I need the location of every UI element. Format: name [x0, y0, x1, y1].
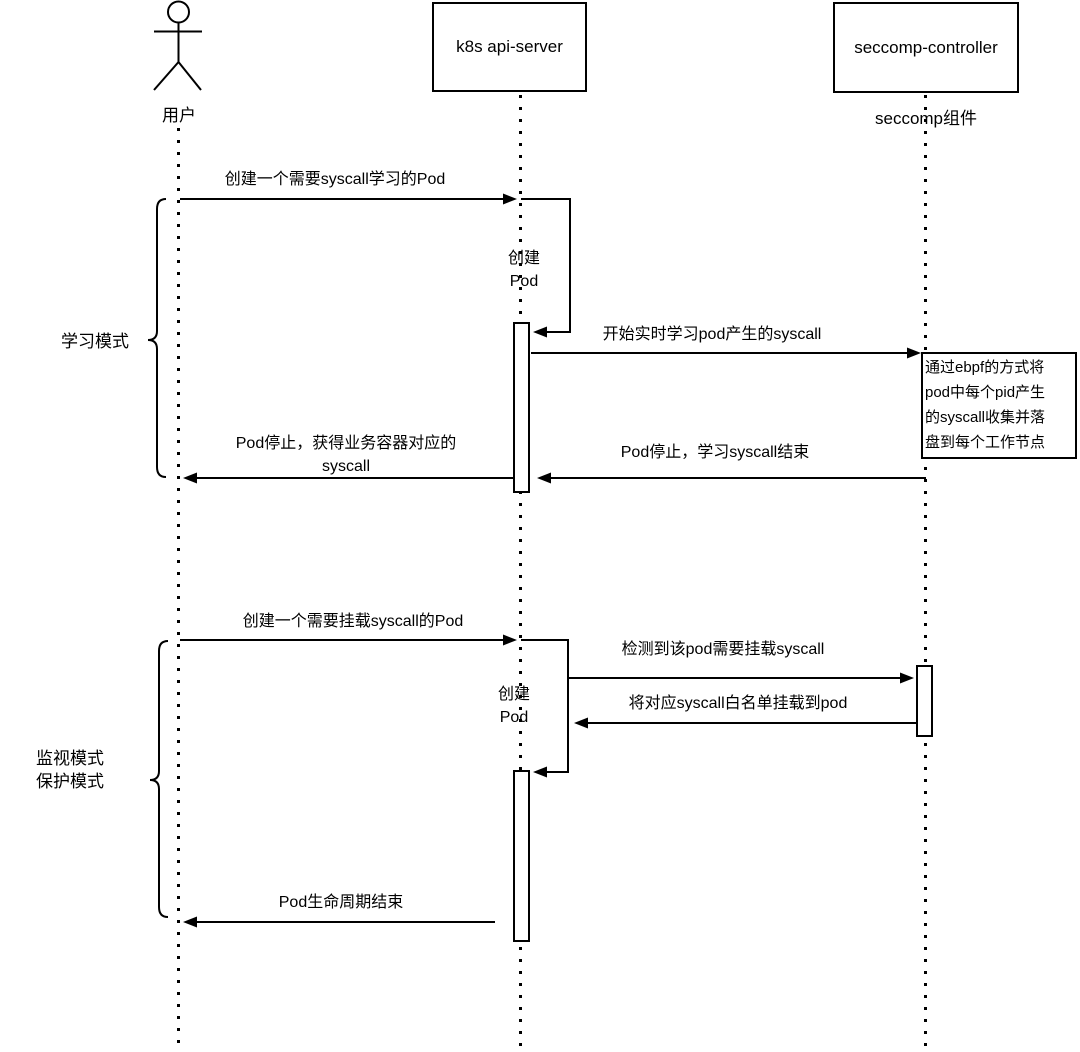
- arrowhead-icon: [183, 472, 197, 484]
- arrow-create-learn-pod: [180, 193, 517, 205]
- msg-line: 创建: [497, 686, 531, 703]
- ebpf-note: 通过ebpf的方式将 pod中每个pid产生 的syscall收集并落 盘到每个…: [921, 352, 1077, 459]
- section-label-learning-mode: 学习模式: [61, 330, 129, 353]
- user-label: 用户: [162, 106, 196, 125]
- actor-head: [167, 0, 190, 24]
- arrowhead-icon: [503, 634, 517, 646]
- msg-create-pod-self-2: 创建 Pod: [498, 683, 530, 729]
- seccomp-sublabel: seccomp组件: [874, 109, 978, 128]
- msg-line: 创建: [507, 250, 541, 267]
- arrowhead-icon: [907, 347, 921, 359]
- section-label-line: 监视模式: [36, 749, 104, 768]
- msg-line: Pod停止，获得业务容器对应的: [235, 435, 457, 452]
- arrowhead-icon: [183, 916, 197, 928]
- section-label-line: 学习模式: [61, 332, 129, 351]
- ebpf-note-line: pod中每个pid产生: [925, 384, 1046, 401]
- arrow-pod-stop-learning-end: [537, 472, 926, 484]
- msg-line: syscall: [321, 458, 371, 475]
- actor-right-leg: [177, 61, 202, 91]
- section-label-line: 保护模式: [36, 772, 104, 791]
- msg-line: Pod: [499, 709, 529, 726]
- arrow-detect-mount: [568, 672, 914, 684]
- seccomp-lifeline: [924, 95, 927, 1052]
- api-activation-1: [513, 322, 530, 493]
- msg-start-learning: 开始实时学习pod产生的syscall: [602, 326, 822, 343]
- ebpf-note-line: 盘到每个工作节点: [925, 434, 1046, 451]
- arrowhead-icon: [900, 672, 914, 684]
- api-server-box: k8s api-server: [432, 2, 587, 92]
- arrowhead-icon: [574, 717, 588, 729]
- user-lifeline: [177, 128, 180, 1052]
- actor-icon: [153, 0, 202, 91]
- msg-pod-stop-get-syscall: Pod停止，获得业务容器对应的 syscall: [236, 432, 456, 478]
- arrow-start-learning: [531, 347, 921, 359]
- seccomp-activation: [916, 665, 933, 737]
- arrow-pod-lifecycle-end: [183, 916, 495, 928]
- monitor-mode-brace: [149, 640, 169, 918]
- actor-left-leg: [153, 61, 180, 91]
- arrow-mount-whitelist: [574, 717, 916, 729]
- msg-create-learn-pod: 创建一个需要syscall学习的Pod: [224, 171, 446, 188]
- ebpf-note-line: 通过ebpf的方式将: [925, 359, 1045, 376]
- api-server-lifeline: [519, 95, 522, 1052]
- seccomp-controller-label: seccomp-controller: [854, 37, 998, 57]
- msg-detect-mount: 检测到该pod需要挂载syscall: [621, 641, 825, 658]
- msg-pod-lifecycle-end: Pod生命周期结束: [278, 894, 404, 911]
- seccomp-controller-box: seccomp-controller: [833, 2, 1019, 93]
- arrowhead-icon: [533, 326, 547, 338]
- section-label-monitor-protect-mode: 监视模式 保护模式: [36, 747, 104, 793]
- msg-mount-whitelist: 将对应syscall白名单挂载到pod: [628, 695, 848, 712]
- msg-create-mount-pod: 创建一个需要挂载syscall的Pod: [242, 613, 464, 630]
- api-server-label: k8s api-server: [456, 37, 563, 56]
- arrowhead-icon: [537, 472, 551, 484]
- msg-create-pod-self-1: 创建 Pod: [508, 247, 540, 293]
- msg-line: Pod: [509, 273, 539, 290]
- arrow-create-mount-pod: [180, 634, 517, 646]
- arrowhead-icon: [533, 766, 547, 778]
- ebpf-note-line: 的syscall收集并落: [925, 409, 1046, 426]
- msg-pod-stop-learning-end: Pod停止，学习syscall结束: [620, 444, 810, 461]
- api-activation-2: [513, 770, 530, 942]
- arrowhead-icon: [503, 193, 517, 205]
- learning-mode-brace: [147, 198, 167, 478]
